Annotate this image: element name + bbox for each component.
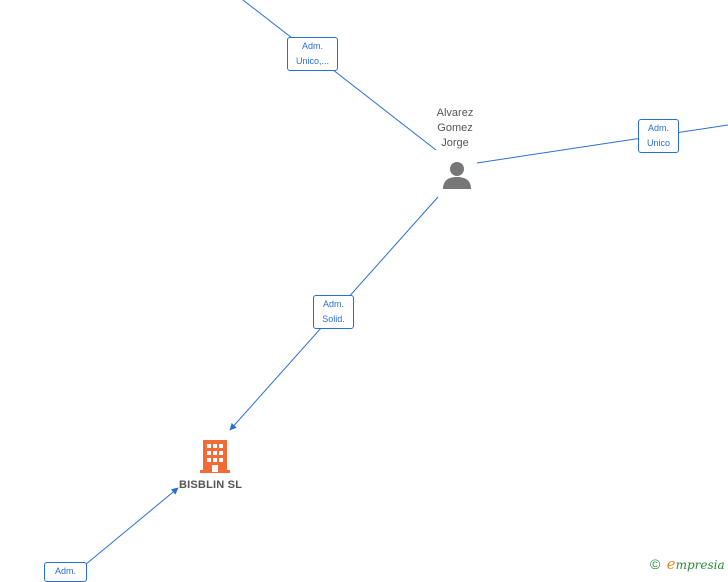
copyright-icon: © <box>650 556 661 572</box>
edge-label-middle-line-1: Adm. <box>322 299 344 309</box>
brand-footer: © empresia <box>650 555 725 573</box>
edge-bottom[interactable] <box>84 487 179 566</box>
edge-label-top-line-1: Adm. <box>301 41 323 51</box>
person-name-line-3: Jorge <box>441 137 469 149</box>
edge-label-bottom-line-1: Adm. <box>54 566 76 576</box>
edge-label-bottom[interactable]: Adm. <box>44 562 87 582</box>
edge-label-top-line-2: Unico,... <box>295 56 329 66</box>
edge-top[interactable] <box>242 0 437 151</box>
edge-label-right[interactable]: Adm. Unico <box>638 119 679 153</box>
edge-label-right-line-1: Adm. <box>647 123 669 133</box>
edge-label-top[interactable]: Adm. Unico,... <box>287 37 338 71</box>
edge-right[interactable] <box>476 124 728 164</box>
edge-label-right-line-2: Unico <box>646 138 670 148</box>
building-icon[interactable] <box>199 438 231 474</box>
edge-label-middle[interactable]: Adm. Solid. <box>313 295 354 329</box>
person-name-line-2: Gomez <box>437 122 473 134</box>
brand-logo-initial: e <box>666 555 676 573</box>
company-name[interactable]: BISBLIN SL <box>179 479 243 491</box>
brand-logo-text: mpresia <box>675 558 725 572</box>
edge-label-middle-line-2: Solid. <box>322 314 345 324</box>
person-name-line-1: Alvarez <box>436 107 474 119</box>
person-icon[interactable] <box>442 160 472 190</box>
person-name[interactable]: Alvarez Gomez Jorge <box>415 106 495 151</box>
brand-logo: empresia <box>666 555 725 573</box>
